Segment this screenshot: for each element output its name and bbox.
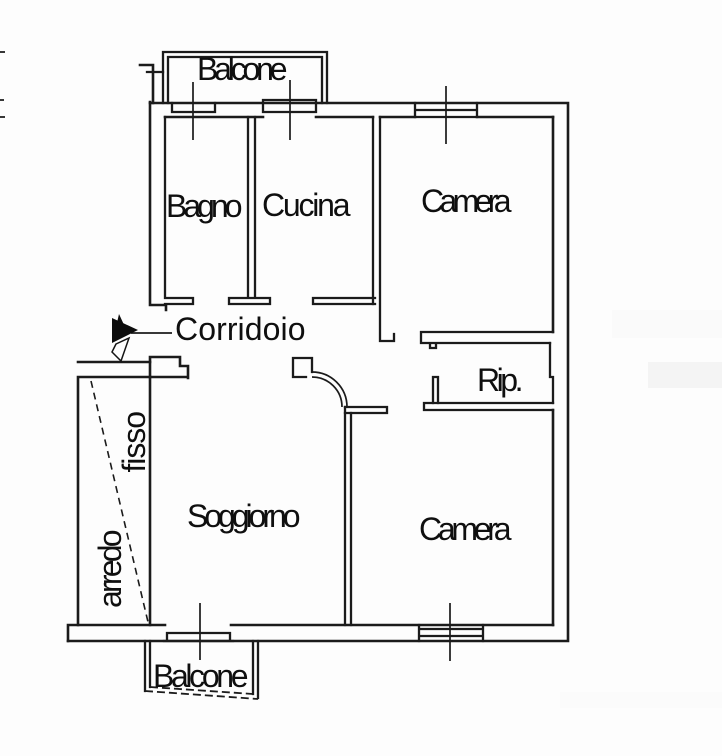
room-label-cucina: Cucina	[262, 187, 351, 223]
room-label-balcone-top: Balcone	[197, 51, 287, 87]
room-label-rip: Rip.	[477, 362, 523, 398]
balcony-top	[145, 50, 329, 105]
scan-smudge	[612, 310, 722, 338]
exterior-walls	[66, 63, 570, 643]
room-label-camera-bottom: Camera	[419, 511, 512, 547]
scan-smudge	[560, 692, 722, 708]
entrance-arrow-spike	[116, 314, 125, 327]
camera-top-window	[413, 101, 479, 119]
balcony-top-walls	[161, 50, 329, 105]
entrance-arrow-tail	[111, 336, 131, 363]
entrance-arrow	[111, 314, 172, 363]
room-label-soggiorno: Soggiorno	[187, 498, 300, 534]
cucina-bottom-wall	[311, 296, 377, 306]
veranda-outer-wall	[76, 375, 152, 627]
balcony-bottom-side-walls	[143, 639, 260, 700]
cucina-camera-divider	[371, 115, 396, 343]
outer-shell-wall	[66, 101, 570, 643]
camera-top-bottom-wall	[419, 330, 555, 350]
bottom-inner-wall	[66, 623, 555, 643]
crop-tick	[0, 51, 5, 118]
room-label-corridoio: Corridoio	[175, 311, 305, 347]
bottom-openings	[162, 623, 485, 643]
crop-marks	[0, 51, 5, 118]
balcony-bottom	[143, 639, 260, 700]
bagno-walls	[163, 115, 195, 306]
window-axis-lines	[192, 80, 451, 661]
soggiorno-camera-divider	[343, 405, 353, 627]
door-arc	[311, 371, 348, 408]
room-labels: Balcone Bagno Cucina Camera Corridoio Ri…	[92, 51, 524, 694]
scan-smudge	[648, 362, 722, 388]
wardrobe-dashed-diagonal	[90, 380, 149, 623]
top-left-stub	[138, 63, 155, 105]
bagno-cucina-divider	[227, 115, 272, 306]
left-wall-upper	[148, 100, 168, 312]
door-leaf	[291, 356, 314, 379]
entry-pier	[148, 355, 190, 380]
soggiorno-balcony-door	[162, 631, 235, 643]
balcony-bottom-dashed-edge	[144, 686, 259, 700]
room-label-bagno: Bagno	[166, 188, 242, 224]
scan-artifacts	[560, 310, 722, 708]
window-symbols	[192, 80, 451, 661]
camera-bottom-window	[417, 623, 485, 643]
annotation-fisso: fisso	[116, 412, 152, 473]
door-swing	[291, 356, 348, 408]
rip-door-jamb	[431, 375, 440, 405]
room-label-camera-top: Camera	[421, 183, 512, 219]
rip-right-wall	[548, 341, 555, 405]
room-label-balcone-bottom: Balcone	[153, 658, 248, 694]
annotation-arredo: arredo	[92, 530, 128, 608]
rip-bottom-wall	[422, 401, 555, 412]
interior-walls	[163, 115, 555, 627]
wardrobe-strip	[90, 380, 149, 623]
